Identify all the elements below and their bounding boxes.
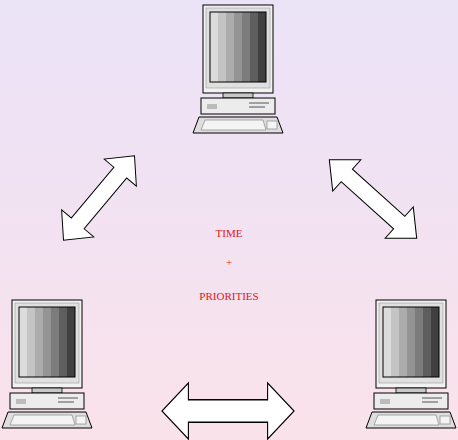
double-arrow <box>162 383 294 439</box>
center-label: + <box>226 257 232 268</box>
computer-icon <box>193 5 283 133</box>
center-label: TIME <box>216 228 243 239</box>
double-arrow <box>47 142 150 254</box>
double-arrow <box>315 144 430 254</box>
center-label: PRIORITIES <box>199 291 258 302</box>
computer-icon <box>366 300 456 428</box>
computer-icon <box>2 300 92 428</box>
